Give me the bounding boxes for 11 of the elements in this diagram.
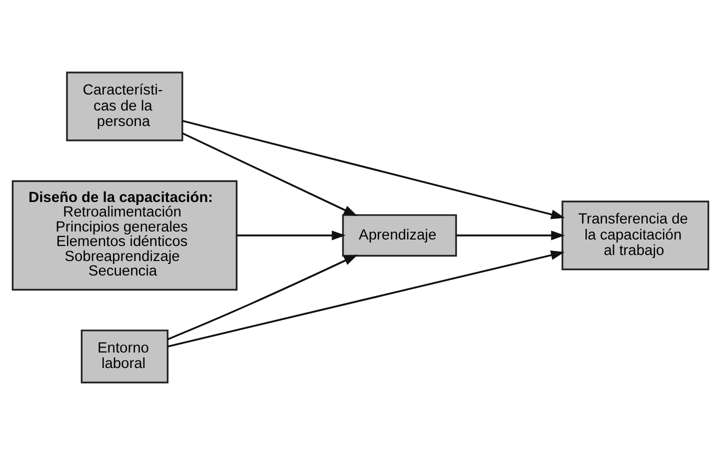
arrow (456, 230, 565, 240)
arrow (236, 230, 346, 240)
node-box: Aprendizaje (342, 214, 457, 256)
node-box: Transferencia de la capacitación al trabajo (562, 200, 710, 270)
node-box: Característi- cas de la persona (66, 71, 184, 141)
node-box: Entorno laboral (80, 329, 168, 383)
node-box: Diseño de la capacitación: Retroalimentación Principios generales Elementos idénticos Sobreaprendizaje Secuencia (12, 180, 238, 290)
arrow (168, 254, 358, 340)
arrow (168, 250, 565, 347)
arrow (182, 132, 358, 216)
arrow (182, 120, 565, 219)
